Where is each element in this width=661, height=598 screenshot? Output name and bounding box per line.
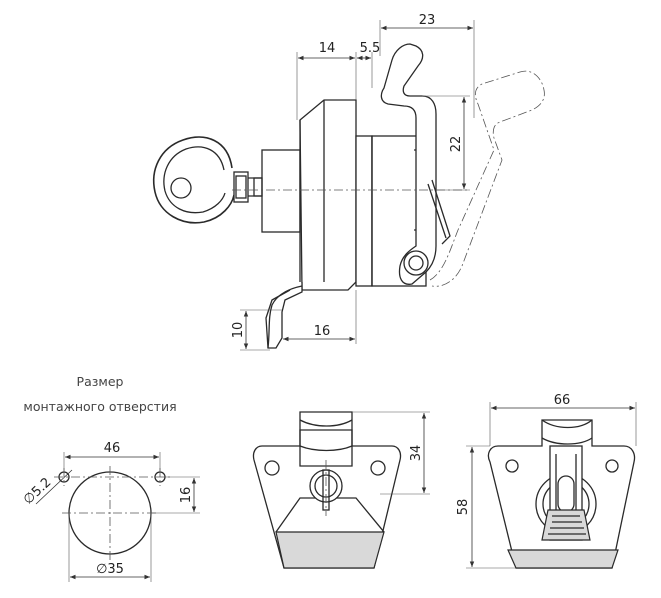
- front-gasket: [275, 531, 385, 569]
- rear-spring: [541, 509, 591, 541]
- svg-text:5.5: 5.5: [360, 41, 381, 56]
- key-ring-hole: [170, 177, 192, 199]
- dim-10: 10: [231, 309, 282, 351]
- dim-14: 14: [296, 41, 357, 120]
- key-drawing: [153, 136, 262, 224]
- svg-text:14: 14: [319, 41, 336, 56]
- dim-5-5: 5.5: [357, 41, 380, 88]
- dim-34: 34: [409, 445, 424, 462]
- dim-22: 22: [422, 95, 470, 191]
- dim-58: 58: [456, 499, 471, 516]
- key-shoulder: [233, 171, 249, 203]
- cylinder-front: [261, 149, 301, 233]
- dim-16-side: 16: [283, 290, 357, 344]
- svg-text:10: 10: [231, 322, 246, 339]
- side-view: 23 14 5.5 22 10 16: [153, 13, 545, 351]
- svg-text:16: 16: [314, 324, 331, 339]
- dim-66: 66: [554, 393, 571, 408]
- rear-screw-left: [505, 459, 519, 473]
- front-screw-left: [264, 460, 280, 476]
- mounting-hole-view: 46 16 ∅5.2 ∅35: [21, 441, 200, 582]
- dim-23: 23: [379, 13, 475, 118]
- front-screw-right: [370, 460, 386, 476]
- latch-handle: [380, 43, 451, 285]
- rear-screw-right: [605, 459, 619, 473]
- rear-gasket: [507, 549, 619, 569]
- caption-line-1: Размер: [77, 374, 124, 389]
- dim-46: 46: [104, 441, 121, 456]
- front-view: 34: [252, 411, 430, 569]
- latch-housing: [265, 99, 357, 349]
- caption-line-2: монтажного отверстия: [23, 399, 176, 414]
- dim-16-hole: 16: [179, 487, 194, 504]
- svg-text:23: 23: [419, 13, 436, 28]
- dim-diameter-35: ∅35: [96, 562, 124, 577]
- rear-view: 66 58: [456, 393, 637, 569]
- latch-handle-open-position: [429, 70, 545, 287]
- svg-text:22: 22: [449, 136, 464, 153]
